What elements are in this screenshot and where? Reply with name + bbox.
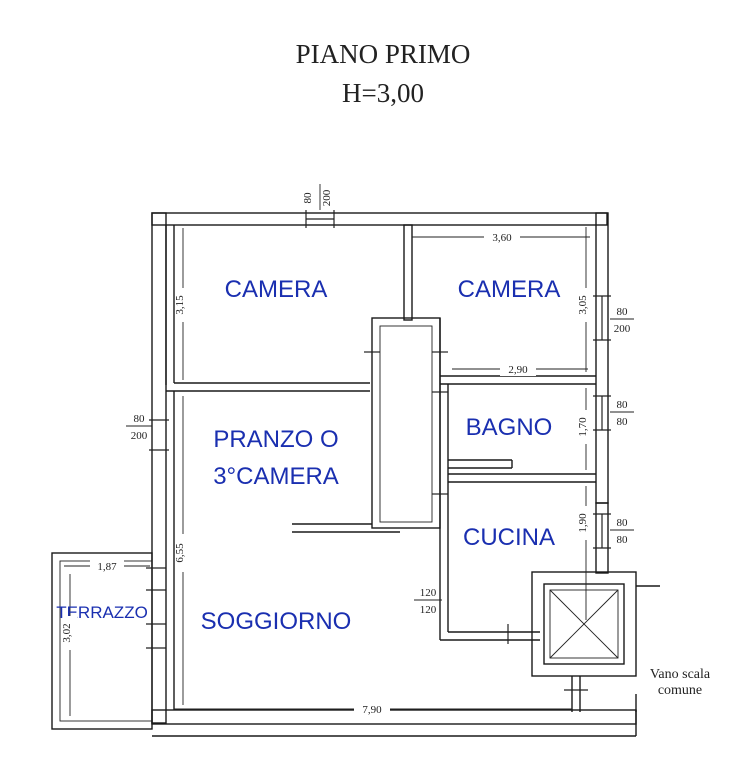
- opening-right-camera-w: 80: [617, 306, 629, 318]
- opening-inner-w: 120: [420, 587, 437, 599]
- dim-3-05: 3,05: [577, 295, 589, 315]
- dim-2-90: 2,90: [508, 364, 528, 376]
- opening-bagno-h: 80: [617, 416, 629, 428]
- interior-walls: [165, 224, 596, 710]
- opening-inner-h: 120: [420, 604, 437, 616]
- dim-3-02: 3,02: [61, 623, 73, 642]
- dim-3-60: 3,60: [492, 232, 512, 244]
- stair-note-line1: Vano scala: [650, 667, 711, 682]
- dim-3-15: 3,15: [174, 295, 186, 315]
- room-label-camera-left: CAMERA: [225, 276, 328, 303]
- dim-1-90: 1,90: [577, 513, 589, 533]
- opening-left-h: 200: [131, 430, 148, 442]
- opening-bagno-w: 80: [617, 399, 629, 411]
- room-label-cucina: CUCINA: [463, 524, 555, 551]
- dim-6-55: 6,55: [174, 543, 186, 563]
- room-label-pranzo-line2: 3°CAMERA: [213, 463, 339, 490]
- room-label-soggiorno: SOGGIORNO: [201, 608, 352, 635]
- stair-note-line2: comune: [658, 683, 702, 698]
- room-label-terrazzo: TERRAZZO: [56, 603, 148, 622]
- stair-well: [531, 571, 660, 712]
- room-label-pranzo-line1: PRANZO O: [213, 426, 338, 453]
- openings-marks: [146, 210, 611, 691]
- floor-title: PIANO PRIMO: [296, 39, 471, 69]
- opening-cucina-w: 80: [617, 517, 629, 529]
- dim-1-70: 1,70: [577, 417, 589, 437]
- room-label-bagno: BAGNO: [466, 414, 553, 441]
- dim-1-87: 1,87: [97, 561, 117, 573]
- dim-7-90: 7,90: [362, 704, 382, 716]
- room-label-camera-right: CAMERA: [458, 276, 561, 303]
- opening-cucina-h: 80: [617, 534, 629, 546]
- opening-left-w: 80: [134, 413, 146, 425]
- floor-height: H=3,00: [342, 78, 424, 108]
- opening-right-camera-h: 200: [614, 323, 631, 335]
- opening-top-w: 80: [302, 192, 314, 204]
- opening-top-h: 200: [321, 189, 333, 206]
